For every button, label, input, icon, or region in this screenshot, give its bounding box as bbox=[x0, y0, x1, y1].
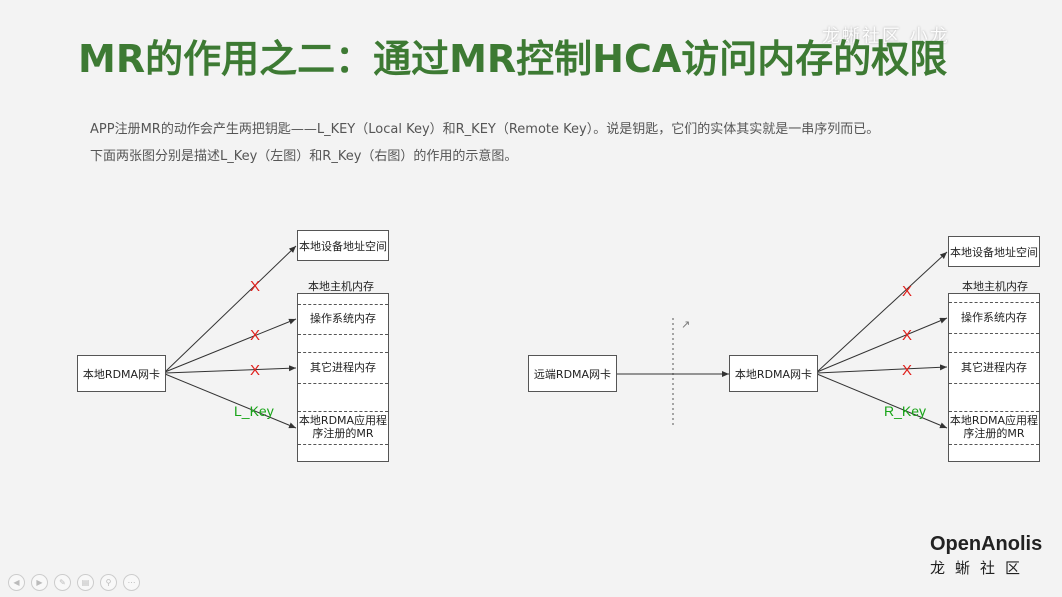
brand-cn: 龙蜥社区 bbox=[930, 559, 1031, 577]
left-arrow-other bbox=[164, 365, 297, 374]
right-deny-mark-other: X bbox=[902, 362, 913, 379]
right-other-process-memory: 其它进程内存 bbox=[961, 361, 1027, 374]
left-arrow-os bbox=[164, 318, 297, 373]
right-app-mr-line1: 本地RDMA应用程 bbox=[949, 414, 1039, 427]
left-arrow-mr bbox=[164, 373, 297, 429]
left-local-nic: 本地RDMA网卡 bbox=[77, 355, 166, 392]
left-device-space: 本地设备地址空间 bbox=[297, 230, 389, 261]
right-host-memory: 操作系统内存 其它进程内存 本地RDMA应用程 序注册的MR bbox=[948, 293, 1040, 462]
description-line-1: APP注册MR的动作会产生两把钥匙——L_KEY（Local Key）和R_KE… bbox=[90, 122, 880, 137]
presentation-toolbar: ◀ ▶ ✎ ▤ ⚲ ⋯ bbox=[8, 574, 140, 591]
right-arrow-other bbox=[816, 364, 948, 374]
left-arrow-device bbox=[164, 245, 297, 373]
prev-slide-icon[interactable]: ◀ bbox=[8, 574, 25, 591]
left-app-mr-line1: 本地RDMA应用程 bbox=[298, 414, 388, 427]
right-key-label: R_Key bbox=[884, 403, 927, 419]
right-remote-nic: 远端RDMA网卡 bbox=[528, 355, 617, 392]
left-deny-mark-os: X bbox=[250, 327, 261, 344]
more-icon[interactable]: ⋯ bbox=[123, 574, 140, 591]
mouse-cursor-icon: ↗ bbox=[681, 318, 691, 331]
right-local-nic: 本地RDMA网卡 bbox=[729, 355, 818, 392]
left-key-label: L_Key bbox=[234, 403, 274, 419]
next-slide-icon[interactable]: ▶ bbox=[31, 574, 48, 591]
right-deny-mark-device: X bbox=[902, 283, 913, 300]
slide-title: MR的作用之二：通过MR控制HCA访问内存的权限 bbox=[78, 37, 948, 81]
right-os-memory: 操作系统内存 bbox=[961, 311, 1027, 324]
left-app-mr-line2: 序注册的MR bbox=[312, 427, 374, 440]
watermark: 龙蜥社区 小龙 bbox=[822, 26, 950, 47]
right-arrow-device bbox=[816, 251, 948, 373]
left-deny-mark-device: X bbox=[250, 278, 261, 295]
left-host-memory-label: 本地主机内存 bbox=[308, 280, 374, 293]
left-os-memory: 操作系统内存 bbox=[310, 312, 376, 325]
brand-logo: OpenAnolis bbox=[930, 533, 1043, 555]
right-app-mr-line2: 序注册的MR bbox=[963, 427, 1025, 440]
right-deny-mark-os: X bbox=[902, 327, 913, 344]
right-arrow-os bbox=[816, 317, 948, 373]
pen-icon[interactable]: ✎ bbox=[54, 574, 71, 591]
left-other-process-memory: 其它进程内存 bbox=[310, 361, 376, 374]
slides-icon[interactable]: ▤ bbox=[77, 574, 94, 591]
right-host-memory-label: 本地主机内存 bbox=[962, 280, 1028, 293]
zoom-icon[interactable]: ⚲ bbox=[100, 574, 117, 591]
left-deny-mark-other: X bbox=[250, 362, 261, 379]
description-line-2: 下面两张图分别是描述L_Key（左图）和R_Key（右图）的作用的示意图。 bbox=[90, 149, 518, 164]
right-arrow-mr bbox=[816, 373, 948, 429]
left-host-memory: 操作系统内存 其它进程内存 本地RDMA应用程 序注册的MR bbox=[297, 293, 389, 462]
right-device-space: 本地设备地址空间 bbox=[948, 236, 1040, 267]
